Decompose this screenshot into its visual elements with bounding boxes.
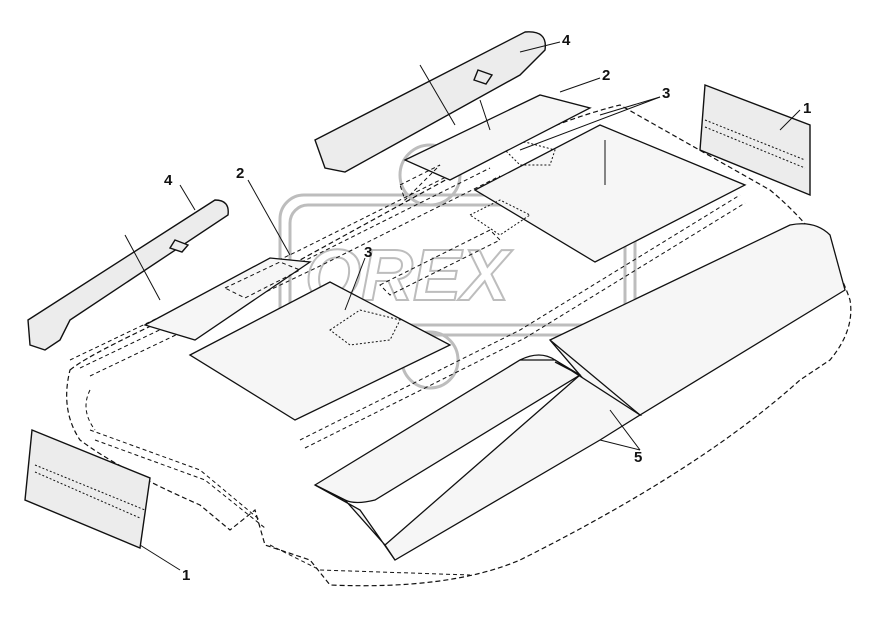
part-5-side-panels [313,223,846,561]
callout-3-top: 3 [662,85,670,102]
callout-1-right: 1 [803,100,811,117]
part-1-end-caps [24,84,811,549]
callout-2-left: 2 [236,165,244,182]
callout-2-top: 2 [602,67,610,84]
leader-lines [124,41,801,571]
callout-5: 5 [634,449,642,466]
part-4-trim-rails [27,31,547,351]
callout-4-left: 4 [164,172,173,189]
part-2-boards [143,94,592,341]
part-3-center-panels [188,124,747,421]
callout-labels: 1 1 2 2 3 3 4 4 5 [164,32,811,584]
callout-3-mid: 3 [364,244,372,261]
callout-4-top: 4 [562,32,571,49]
callout-1-left: 1 [182,567,190,584]
